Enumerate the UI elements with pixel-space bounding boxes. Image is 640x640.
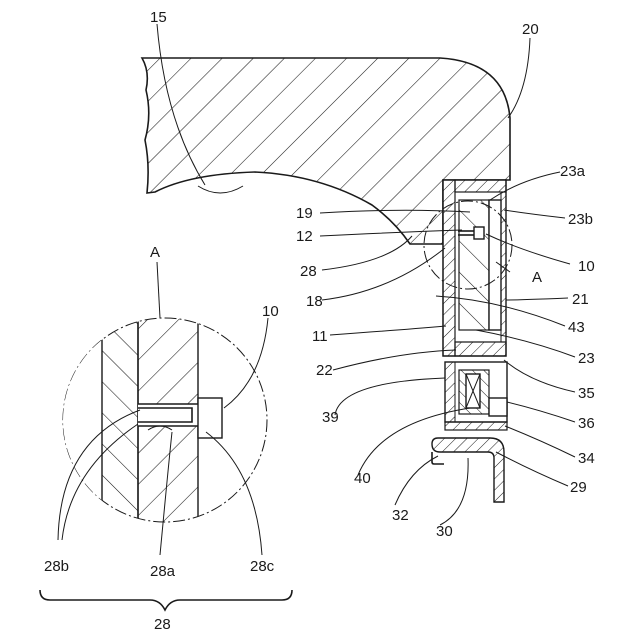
detail-view-a: [60, 310, 267, 530]
label-18: 18: [306, 293, 323, 310]
label-11: 11: [312, 328, 328, 345]
label-20: 20: [522, 21, 539, 38]
label-23b: 23b: [568, 211, 593, 228]
label-19: 19: [296, 205, 313, 222]
top-cap: [455, 180, 506, 192]
label-32: 32: [392, 507, 409, 524]
detail-left-space: [60, 310, 102, 530]
label-a-detail: A: [150, 244, 160, 261]
brace-28: [40, 590, 292, 610]
label-28-brace: 28: [154, 616, 171, 633]
label-35: 35: [578, 385, 595, 402]
panel-assembly: [432, 180, 507, 502]
label-28c: 28c: [250, 558, 275, 575]
label-29: 29: [570, 479, 587, 496]
label-28b: 28b: [44, 558, 69, 575]
label-23: 23: [578, 350, 595, 367]
lower-box-base: [445, 422, 507, 430]
inner-spacer: [489, 200, 501, 330]
lower-box-tab: [489, 398, 507, 416]
label-a-main: A: [532, 269, 542, 286]
bottom-frame: [455, 342, 506, 356]
label-43: 43: [568, 319, 585, 336]
pin-component: [474, 227, 484, 239]
label-28-main: 28: [300, 263, 317, 280]
label-21: 21: [572, 291, 589, 308]
label-10-detail: 10: [262, 303, 279, 320]
detail-pin-head: [198, 398, 222, 438]
detail-left-plate: [102, 310, 138, 530]
label-23a: 23a: [560, 163, 586, 180]
inner-panel: [459, 200, 489, 330]
label-39: 39: [322, 409, 339, 426]
label-30: 30: [436, 523, 453, 540]
recess-curve: [198, 186, 243, 193]
label-10-main: 10: [578, 258, 595, 275]
label-15: 15: [150, 9, 167, 26]
label-36: 36: [578, 415, 595, 432]
label-28a: 28a: [150, 563, 176, 580]
label-40: 40: [354, 470, 371, 487]
label-22: 22: [316, 362, 333, 379]
label-34: 34: [578, 450, 595, 467]
left-wall: [443, 180, 455, 356]
label-12: 12: [296, 228, 313, 245]
